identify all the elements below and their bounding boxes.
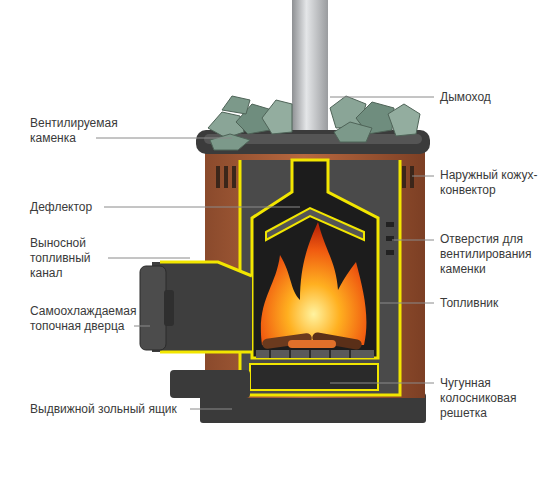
callout-label: Выносной топливный канал	[30, 236, 108, 281]
fuel-channel-section	[160, 262, 252, 352]
fuel-channel	[152, 262, 252, 352]
callout-label: Самоохлаждаемая топочная дверца	[30, 304, 148, 334]
door-handle	[164, 290, 174, 326]
deflector	[266, 208, 364, 240]
grate	[256, 350, 374, 358]
firebox	[252, 160, 378, 358]
casing-section	[240, 160, 400, 395]
callout-label: Выдвижной зольный ящик	[30, 402, 177, 417]
fire-door	[140, 266, 166, 350]
callout-label: Чугунная колосниковая решетка	[440, 376, 556, 421]
flame	[261, 222, 367, 345]
callout-label: Топливник	[440, 296, 556, 311]
callout-label: Дымоход	[440, 90, 556, 105]
vent-holes	[386, 222, 394, 255]
sauna-stones	[208, 96, 420, 150]
firewood	[262, 332, 363, 351]
callout-label: Вентилируемая каменка	[30, 116, 140, 146]
callout-label: Наружный кожух-конвектор	[440, 168, 550, 198]
leader-lines	[96, 97, 434, 409]
callout-label: Дефлектор	[30, 200, 140, 215]
callout-label: Отверстия для вентилирования каменки	[440, 232, 556, 277]
ash-drawer	[170, 370, 250, 398]
ash-pan	[250, 364, 378, 390]
